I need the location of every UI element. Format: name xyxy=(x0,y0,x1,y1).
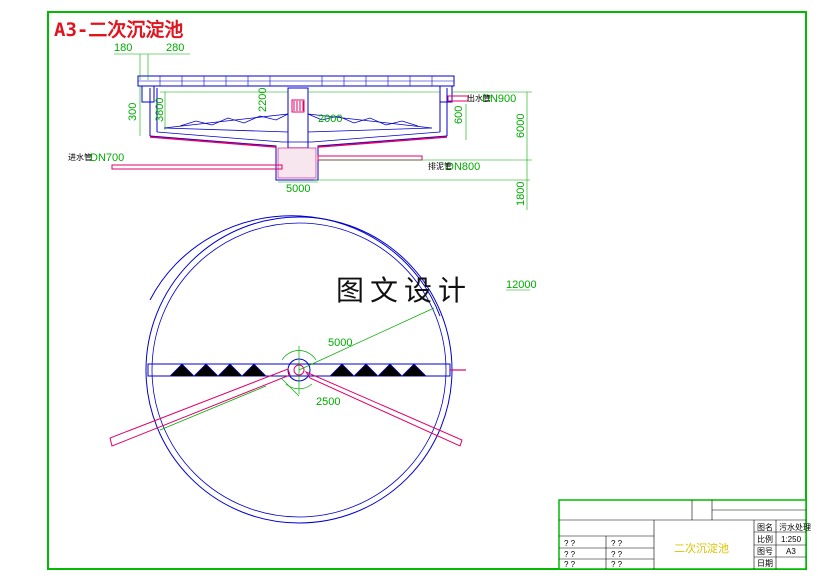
svg-text:图名: 图名 xyxy=(757,522,773,532)
outlet-pipe xyxy=(447,95,469,102)
svg-text:? ?: ? ? xyxy=(564,560,576,569)
svg-text:? ?: ? ? xyxy=(611,539,623,548)
svg-text:日期: 日期 xyxy=(757,559,773,568)
svg-text:6000: 6000 xyxy=(515,114,527,138)
drawing-title: A3-二次沉淀池 xyxy=(54,18,183,41)
svg-text:600: 600 xyxy=(453,106,465,124)
svg-text:? ?: ? ? xyxy=(564,539,576,548)
title-block-drawing-name: 二次沉淀池 xyxy=(674,541,729,555)
svg-text:进水管: 进水管 xyxy=(68,152,92,162)
pipe-label-sludge: DN800 xyxy=(446,161,480,173)
svg-text:12000: 12000 xyxy=(506,279,537,291)
svg-text:300: 300 xyxy=(127,103,139,121)
svg-text:图号: 图号 xyxy=(757,547,773,556)
section-view: 180 280 300 3800 2200 2000 600 6000 1800… xyxy=(68,42,532,210)
svg-text:3800: 3800 xyxy=(154,98,166,122)
svg-text:1800: 1800 xyxy=(515,182,527,206)
plan-view: 12000 5000 2500 xyxy=(109,215,537,524)
svg-text:比例: 比例 xyxy=(757,534,773,544)
inlet-pipe xyxy=(111,164,283,170)
svg-text:? ?: ? ? xyxy=(564,550,576,559)
svg-text:2200: 2200 xyxy=(257,88,269,112)
sheet-frame xyxy=(47,11,807,570)
title-block: ? ? ? ? ? ? ? ? ? ? ? ? 二次沉淀池 图名 污水处理 比例… xyxy=(558,499,811,570)
svg-text:5000: 5000 xyxy=(286,183,310,195)
svg-text:排泥管: 排泥管 xyxy=(428,161,452,171)
pipe-label-inlet: DN700 xyxy=(90,152,124,164)
svg-text:出水管: 出水管 xyxy=(467,93,491,103)
svg-text:? ?: ? ? xyxy=(611,560,623,569)
svg-text:A3: A3 xyxy=(786,547,796,556)
watermark: 图文设计 xyxy=(336,274,472,307)
svg-text:180: 180 xyxy=(114,42,132,54)
svg-text:2000: 2000 xyxy=(318,113,342,125)
svg-text:2500: 2500 xyxy=(316,396,340,408)
pipe-label-outlet: DN900 xyxy=(482,93,516,105)
svg-text:280: 280 xyxy=(166,42,184,54)
sludge-pipe xyxy=(317,155,423,161)
svg-text:1:250: 1:250 xyxy=(781,535,802,544)
svg-text:5000: 5000 xyxy=(328,337,352,349)
svg-text:? ?: ? ? xyxy=(611,550,623,559)
svg-text:污水处理: 污水处理 xyxy=(779,522,811,532)
